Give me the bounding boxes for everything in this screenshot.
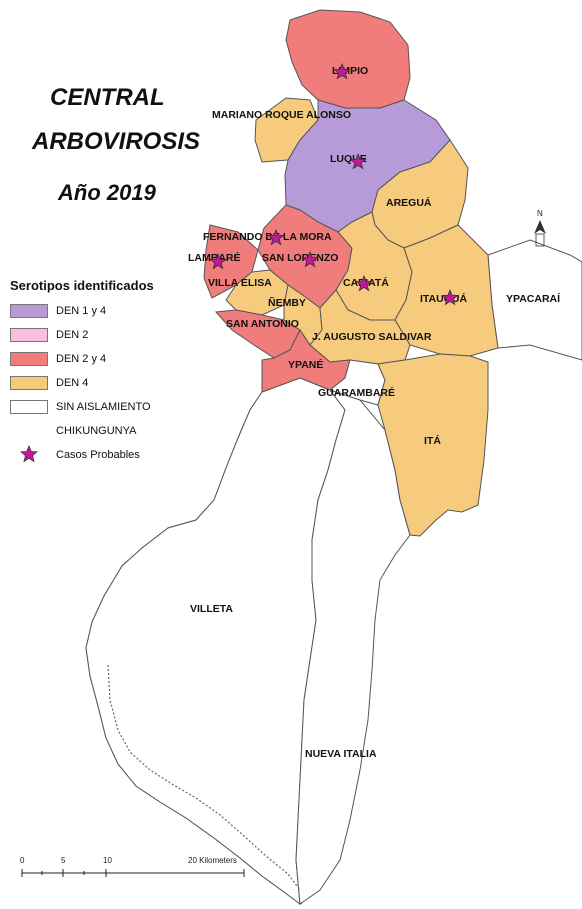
scale-bar: 0 5 10 20 Kilometers: [20, 856, 245, 877]
case-star-icon: [209, 252, 227, 270]
case-star-icon: [301, 250, 319, 268]
scale-tick-0: 0: [20, 856, 25, 865]
case-star-icon: [333, 62, 351, 80]
region-ita: [377, 353, 489, 537]
label-ypacarai: YPACARAÍ: [506, 292, 561, 305]
label-nemby: ÑEMBY: [268, 296, 306, 309]
label-nueva-italia: NUEVA ITALIA: [305, 748, 377, 760]
legend-item-label: DEN 2 y 4: [56, 353, 107, 365]
legend-item: SIN AISLAMIENTO: [10, 395, 250, 419]
label-san-antonio: SAN ANTONIO: [226, 318, 299, 330]
map-title-line1: CENTRAL: [50, 84, 165, 111]
case-stars: [209, 62, 459, 306]
label-itaugua: ITAUGUÁ: [420, 292, 467, 305]
label-villa-elisa: VILLA ELISA: [208, 277, 272, 289]
north-arrow-icon: N: [534, 209, 546, 247]
case-star-icon: [355, 274, 373, 292]
label-ita: ITÁ: [424, 434, 441, 447]
case-star-icon: [441, 288, 459, 306]
legend-item: DEN 4: [10, 371, 250, 395]
legend-star-label: Casos Probables: [56, 449, 140, 461]
case-star-icon: [267, 228, 285, 246]
north-label: N: [537, 209, 543, 218]
legend-subtitle: CHIKUNGUNYA: [56, 425, 137, 437]
scale-tick-5: 5: [61, 856, 66, 865]
label-guarambare: GUARAMBARÉ: [318, 386, 395, 399]
region-ypane: [261, 329, 351, 393]
label-aregua: AREGUÁ: [386, 196, 432, 209]
case-star-icon: [349, 152, 367, 170]
legend-swatch: [10, 376, 48, 390]
legend-item-label: SIN AISLAMIENTO: [56, 401, 151, 413]
star-icon: [10, 444, 48, 466]
label-lambare: LAMBARÉ: [188, 251, 241, 264]
legend-title: Serotipos identificados: [10, 278, 154, 293]
map-title-line2: ARBOVIROSIS: [32, 128, 201, 155]
legend-item: DEN 2 y 4: [10, 347, 250, 371]
label-mariano: MARIANO ROQUE ALONSO: [212, 109, 351, 121]
dotted-border: [107, 664, 301, 891]
legend-swatch: [10, 328, 48, 342]
scale-tick-10: 10: [103, 856, 112, 865]
legend-item: DEN 1 y 4: [10, 299, 250, 323]
legend-swatch: [10, 400, 48, 414]
legend-item-label: DEN 4: [56, 377, 89, 389]
legend-item-label: DEN 1 y 4: [56, 305, 107, 317]
legend-swatch: [10, 304, 48, 318]
legend-items: DEN 1 y 4 DEN 2 DEN 2 y 4 DEN 4 SIN AISLAMIE…: [10, 299, 250, 419]
legend-item: DEN 2: [10, 323, 250, 347]
scale-tick-20: 20 Kilometers: [188, 856, 237, 865]
label-fernando: FERNANDO DE LA MORA: [203, 231, 332, 243]
label-villeta: VILLETA: [190, 603, 233, 615]
legend-star-row: Casos Probables: [10, 443, 250, 467]
label-augusto: J. AUGUSTO SALDIVAR: [312, 331, 432, 343]
legend-swatch: [10, 352, 48, 366]
legend-item-label: DEN 2: [56, 329, 89, 341]
label-ypane: YPANÉ: [288, 358, 323, 371]
map-title-line3: Año 2019: [58, 180, 156, 205]
region-limpio: [285, 9, 411, 109]
label-san-lorenzo: SAN LORENZO: [262, 252, 338, 264]
